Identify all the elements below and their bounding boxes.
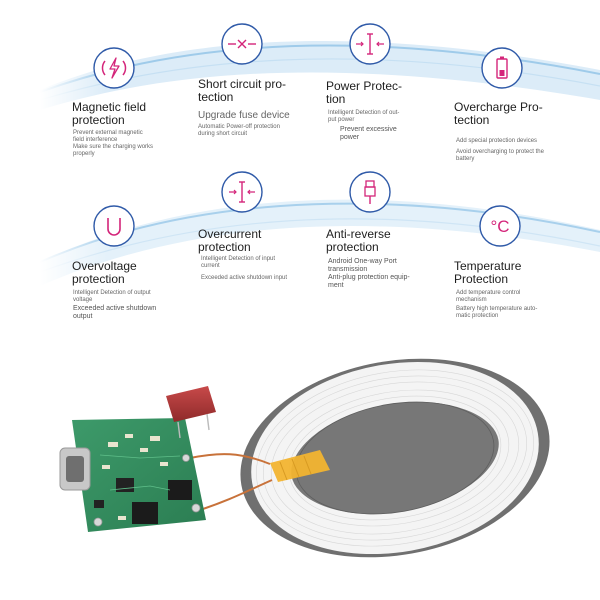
feature-desc: Intelligent Detection of input current: [201, 256, 276, 269]
current-icon: [221, 171, 263, 213]
lead-wire: [199, 479, 273, 511]
feature-desc-2: Exceeded active shutdown output: [73, 305, 157, 320]
short-circuit-icon: [221, 23, 263, 65]
charger-module-illustration: [59, 358, 550, 558]
features-panel: Magnetic field protection Prevent extern…: [40, 0, 600, 330]
feature-title: Short circuit pro- tection: [198, 77, 287, 104]
feature-desc: Intelligent Detection of output voltage: [73, 290, 151, 303]
feature-title: Power Protec- tion: [326, 79, 403, 106]
feature-desc: Add temperature control mechanism: [456, 290, 521, 303]
battery-icon: [481, 47, 523, 89]
feature-desc-2: Prevent excessive power: [340, 126, 397, 141]
feature-desc-2: Anti-plug protection equip- ment: [328, 274, 410, 289]
feature-title: Anti-reverse protection: [326, 227, 391, 254]
feature-title: Overcharge Pro- tection: [454, 100, 543, 127]
feature-desc-2: Battery high temperature auto- matic pro…: [456, 306, 538, 319]
feature-title: Magnetic field protection: [72, 100, 147, 127]
lightning-icon: [93, 47, 135, 89]
celsius-icon: °C: [479, 205, 521, 247]
lead-wire: [189, 453, 271, 465]
ic-chip: [132, 502, 158, 524]
red-capacitor: [166, 386, 216, 439]
usb-plug-icon: [349, 171, 391, 213]
feature-desc: Android One-way Port transmission: [328, 258, 397, 273]
feature-title: Overcurrent protection: [198, 227, 262, 254]
feature-title: Temperature Protection: [454, 259, 522, 286]
feature-title: Overvoltage protection: [72, 259, 137, 286]
feature-desc: Prevent external magnetic field interfer…: [73, 130, 154, 157]
feature-desc-2: Avoid overcharging to protect the batter…: [456, 149, 544, 162]
feature-desc: Intelligent Detection of out- put power: [328, 110, 400, 123]
feature-desc: Add special protection devices: [456, 138, 538, 144]
power-icon: [349, 23, 391, 65]
u-icon: [93, 205, 135, 247]
charging-coil: [240, 358, 550, 558]
feature-desc-2: Exceeded active shutdown input: [201, 275, 288, 281]
pcb-board: [59, 418, 206, 532]
celsius-symbol: °C: [490, 217, 509, 236]
ic-chip: [168, 480, 192, 500]
feature-desc: Upgrade fuse device: [198, 110, 290, 121]
feature-desc-2: Automatic Power-off protection during sh…: [198, 124, 280, 137]
